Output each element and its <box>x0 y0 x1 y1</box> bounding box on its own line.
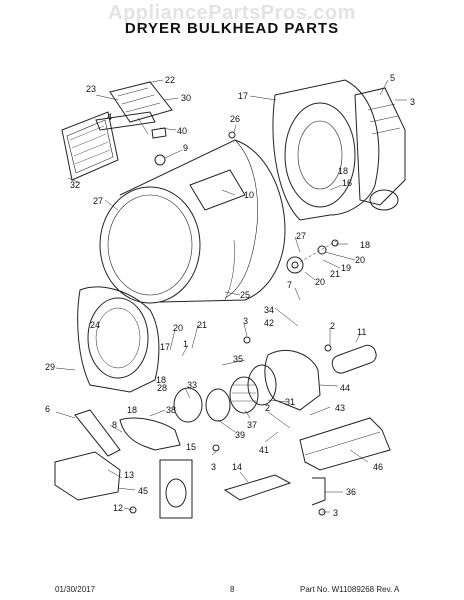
callout-label: 3 <box>333 508 339 518</box>
callout-label: 7 <box>287 280 293 290</box>
callout-label: 20 <box>355 255 366 265</box>
callout-label: 3 <box>410 97 416 107</box>
callout-label: 46 <box>373 462 384 472</box>
callout-label: 17 <box>160 342 171 352</box>
callout-label: 43 <box>335 403 346 413</box>
callout-label: 33 <box>187 380 198 390</box>
footer-part-number: Part No. W11089268 Rev. A <box>300 585 400 594</box>
callout-label: 35 <box>233 354 244 364</box>
callout-label: 22 <box>165 75 176 85</box>
callout-label: 36 <box>346 487 357 497</box>
callout-label: 41 <box>259 445 270 455</box>
blower-motor <box>205 344 377 422</box>
part-13-housing <box>54 451 121 501</box>
callout-label: 2 <box>330 321 336 331</box>
lint-housing <box>95 81 173 131</box>
front-bulkhead <box>77 286 160 393</box>
callout-label: 10 <box>244 190 255 200</box>
callout-label: 13 <box>124 470 135 480</box>
callout-label: 42 <box>264 318 275 328</box>
callout-label: 18 <box>360 240 371 250</box>
part-15-box <box>159 459 193 519</box>
callout-label: 18 <box>156 375 167 385</box>
callout-label: 18 <box>127 405 138 415</box>
callout-label: 24 <box>90 320 101 330</box>
heater-housing <box>299 417 391 471</box>
callout-label: 19 <box>341 263 352 273</box>
watermark: AppliancePartsPros.com <box>108 2 356 24</box>
rear-vent <box>354 87 406 211</box>
footer-page-number: 8 <box>230 585 235 594</box>
callout-label: 3 <box>243 316 249 326</box>
callout-label: 32 <box>70 180 81 190</box>
callout-label: 18 <box>338 166 349 176</box>
callout-label: 21 <box>330 269 341 279</box>
callout-label: 2 <box>265 403 271 413</box>
callout-label: 1 <box>183 339 189 349</box>
callout-label: 40 <box>177 126 188 136</box>
callout-label: 6 <box>45 404 51 414</box>
blower-wheel <box>229 376 259 414</box>
callout-label: 12 <box>113 503 124 513</box>
callout-label: 20 <box>315 277 326 287</box>
callout-label: 3 <box>211 462 217 472</box>
dryer-drum <box>99 139 286 304</box>
callout-label: 38 <box>166 405 177 415</box>
callout-label: 5 <box>390 73 396 83</box>
callout-label: 45 <box>138 486 149 496</box>
part-9 <box>154 154 166 166</box>
callout-label: 29 <box>45 362 56 372</box>
callout-label: 37 <box>247 420 258 430</box>
callout-label: 34 <box>264 305 275 315</box>
callout-label: 44 <box>340 383 351 393</box>
callout-label: 28 <box>157 383 168 393</box>
callout-label: 9 <box>183 143 189 153</box>
callout-label: 31 <box>285 397 296 407</box>
rear-bulkhead <box>272 79 380 221</box>
part-14 <box>223 474 292 501</box>
diagram-title: DRYER BULKHEAD PARTS <box>124 20 340 37</box>
callout-label: 21 <box>197 320 208 330</box>
callout-label: 23 <box>86 84 97 94</box>
callout-label: 39 <box>235 430 246 440</box>
callout-label: 27 <box>93 196 104 206</box>
callout-label: 20 <box>173 323 184 333</box>
lint-screen <box>61 111 119 181</box>
callout-label: 17 <box>238 91 249 101</box>
callout-label: 8 <box>112 420 118 430</box>
callout-label: 30 <box>181 93 192 103</box>
footer-date: 01/30/2017 <box>55 585 96 594</box>
callout-label: 16 <box>342 178 353 188</box>
callout-label: 26 <box>230 114 241 124</box>
callout-label: 14 <box>232 462 243 472</box>
callout-label: 15 <box>186 442 197 452</box>
callout-label: 27 <box>296 231 307 241</box>
callout-label: 11 <box>357 327 367 337</box>
callout-label: 4 <box>107 112 113 122</box>
callout-label: 25 <box>240 290 251 300</box>
